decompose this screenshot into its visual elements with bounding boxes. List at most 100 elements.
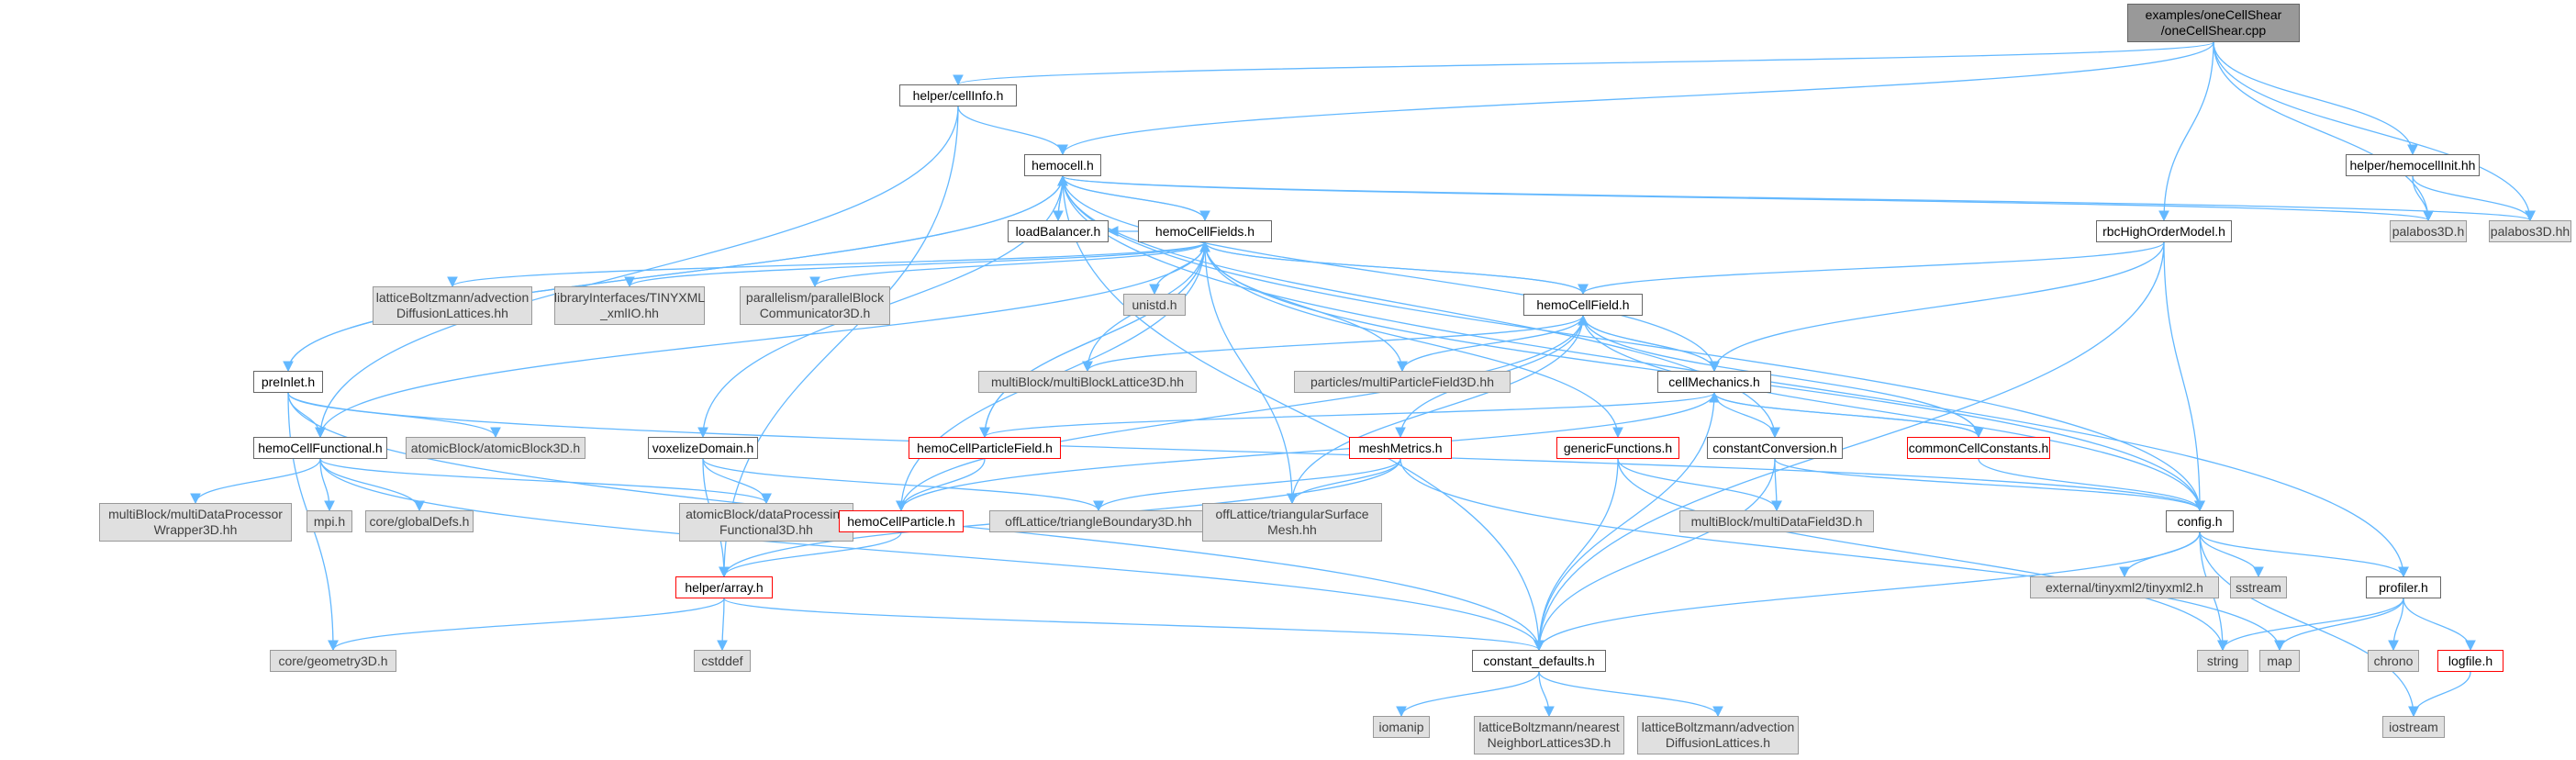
node-commoncell[interactable]: commonCellConstants.h bbox=[1907, 437, 2050, 459]
edge-commoncell-to-config bbox=[1978, 458, 2205, 512]
node-trisurf: offLattice/triangularSurface Mesh.hh bbox=[1202, 503, 1382, 542]
node-profiler[interactable]: profiler.h bbox=[2366, 576, 2441, 598]
node-cellmech[interactable]: cellMechanics.h bbox=[1657, 371, 1771, 393]
edge-constconv-to-config bbox=[1774, 458, 2205, 512]
edge-hcfield-to-hcfields bbox=[1199, 240, 1584, 295]
edge-hcfunc-to-mbdp bbox=[190, 458, 321, 505]
node-hcpfield[interactable]: hemoCellParticleField.h bbox=[909, 437, 1061, 459]
edge-prelnlet-to-hcfunc bbox=[287, 392, 326, 439]
node-config[interactable]: config.h bbox=[2166, 510, 2234, 532]
edge-root-to-hemocellinit bbox=[2213, 41, 2418, 156]
edge-constdef-to-lbadvh bbox=[1538, 671, 1723, 718]
node-hcfunc[interactable]: hemoCellFunctional.h bbox=[253, 437, 387, 459]
edge-hcpfield-to-hcfields bbox=[984, 240, 1210, 438]
edge-hcfields-to-trisurf bbox=[1204, 241, 1298, 505]
edge-config-to-constdef bbox=[1533, 531, 2201, 652]
edge-rbc-to-cellmech bbox=[1709, 241, 2165, 373]
edge-hcfield-to-mpf bbox=[1397, 315, 1584, 373]
edge-hcfunc-to-abdp bbox=[319, 458, 772, 505]
edge-meshmetrics-to-trisurf bbox=[1287, 458, 1401, 505]
node-constconv[interactable]: constantConversion.h bbox=[1707, 437, 1843, 459]
edge-root-to-cellinfo bbox=[953, 41, 2214, 86]
edge-prelnlet-to-config bbox=[287, 392, 2205, 512]
node-extxml: external/tinyxml2/tinyxml2.h bbox=[2030, 576, 2219, 598]
node-mpi: mpi.h bbox=[307, 510, 352, 532]
edge-hemocell-to-constdef bbox=[1062, 175, 1544, 652]
node-hcparticle[interactable]: hemoCellParticle.h bbox=[839, 510, 964, 532]
node-tribound: offLattice/triangleBoundary3D.hh bbox=[989, 510, 1208, 532]
edge-genericfn-to-string bbox=[1617, 458, 2228, 652]
node-sstream: sstream bbox=[2230, 576, 2287, 598]
node-logfile[interactable]: logfile.h bbox=[2437, 650, 2504, 672]
edge-config-to-iostream bbox=[2199, 531, 2419, 718]
node-hcfield[interactable]: hemoCellField.h bbox=[1523, 294, 1643, 316]
node-tinyxml: libraryInterfaces/TINYXML _xmlIO.hh bbox=[554, 286, 705, 325]
node-prelnlet[interactable]: preInlet.h bbox=[253, 371, 323, 393]
edge-profiler-to-logfile bbox=[2403, 598, 2476, 652]
edge-array-to-cstddef bbox=[717, 598, 728, 652]
node-iomanip: iomanip bbox=[1373, 716, 1430, 738]
edge-commoncell-to-hcfield bbox=[1578, 314, 1979, 438]
node-root[interactable]: examples/oneCellShear /oneCellShear.cpp bbox=[2127, 4, 2300, 42]
edge-hemocell-to-palabos3dh bbox=[1062, 175, 2434, 222]
node-hemocell[interactable]: hemocell.h bbox=[1024, 154, 1101, 176]
node-chrono: chrono bbox=[2368, 650, 2419, 672]
edge-hemocellinit-to-palabos3dh bbox=[2412, 175, 2434, 222]
edge-array-to-constdef bbox=[723, 598, 1544, 652]
node-mbdf: multiBlock/multiDataField3D.h bbox=[1679, 510, 1874, 532]
edge-constconv-to-constdef bbox=[1533, 458, 1776, 652]
node-ab3d: atomicBlock/atomicBlock3D.h bbox=[406, 437, 585, 459]
node-parallelism: parallelism/parallelBlock Communicator3D… bbox=[740, 286, 890, 325]
node-hemocellinit[interactable]: helper/hemocellInit.hh bbox=[2346, 154, 2480, 176]
edge-hcpfield-to-hcparticle bbox=[896, 458, 986, 512]
edge-cellmech-to-hcpfield bbox=[979, 392, 1715, 439]
edge-hcfield-to-config bbox=[1582, 315, 2205, 512]
edge-hcfunc-to-mpi bbox=[319, 458, 335, 512]
edge-genericfn-to-constdef bbox=[1533, 458, 1619, 652]
edge-constdef-to-iomanip bbox=[1396, 671, 1540, 718]
node-genericfn[interactable]: genericFunctions.h bbox=[1556, 437, 1679, 459]
node-globaldefs: core/globalDefs.h bbox=[365, 510, 474, 532]
node-geom: core/geometry3D.h bbox=[270, 650, 396, 672]
node-meshmetrics[interactable]: meshMetrics.h bbox=[1349, 437, 1452, 459]
edge-constdef-to-lbnn bbox=[1538, 671, 1555, 718]
node-cellinfo[interactable]: helper/cellInfo.h bbox=[899, 84, 1017, 106]
edge-rbc-to-hcfield bbox=[1578, 241, 2165, 296]
edge-hcfields-to-hcfunc bbox=[315, 241, 1206, 439]
edge-hcfields-to-genericfn bbox=[1204, 241, 1623, 439]
edge-profiler-to-string bbox=[2217, 598, 2404, 652]
edge-meshmetrics-to-tribound bbox=[1093, 458, 1401, 512]
edge-hcfields-to-hemocell bbox=[1057, 174, 1206, 221]
edge-root-to-hemocell bbox=[1057, 41, 2214, 156]
node-hcfields[interactable]: hemoCellFields.h bbox=[1138, 220, 1272, 242]
node-lbadvh: latticeBoltzmann/advection DiffusionLatt… bbox=[1637, 716, 1799, 754]
edge-hcfield-to-trisurf bbox=[1287, 315, 1584, 505]
edge-cellmech-to-constdef bbox=[1533, 392, 1715, 652]
edge-genericfn-to-mbdf bbox=[1617, 458, 1782, 512]
node-mbl: multiBlock/multiBlockLattice3D.hh bbox=[978, 371, 1197, 393]
edge-logfile-to-iostream bbox=[2408, 671, 2471, 718]
node-constdef[interactable]: constant_defaults.h bbox=[1472, 650, 1606, 672]
edge-rbc-to-constdef bbox=[1533, 241, 2165, 652]
edge-cellinfo-to-array bbox=[719, 106, 959, 578]
edge-profiler-to-map bbox=[2274, 598, 2404, 652]
node-abdp: atomicBlock/dataProcessing Functional3D.… bbox=[679, 503, 853, 542]
node-loadbalancer[interactable]: loadBalancer.h bbox=[1008, 220, 1109, 242]
edge-config-to-sstream bbox=[2199, 531, 2264, 578]
edge-config-to-profiler bbox=[2199, 531, 2409, 578]
edge-hemocell-to-config bbox=[1062, 175, 2205, 512]
edge-profiler-to-chrono bbox=[2388, 598, 2404, 652]
edge-hcfunc-to-globaldefs bbox=[319, 458, 425, 512]
edge-prelnlet-to-hemocell bbox=[287, 174, 1068, 372]
edge-array-to-geom bbox=[328, 598, 725, 652]
edge-cellmech-to-hcfield bbox=[1578, 314, 1715, 372]
node-lbadv: latticeBoltzmann/advection DiffusionLatt… bbox=[373, 286, 532, 325]
node-voxelize[interactable]: voxelizeDomain.h bbox=[648, 437, 758, 459]
edge-meshmetrics-to-map bbox=[1400, 458, 2285, 652]
node-rbc[interactable]: rbcHighOrderModel.h bbox=[2096, 220, 2232, 242]
edge-rbc-to-config bbox=[2163, 241, 2205, 512]
node-array[interactable]: helper/array.h bbox=[675, 576, 773, 598]
node-string: string bbox=[2197, 650, 2248, 672]
node-mpf: particles/multiParticleField3D.hh bbox=[1294, 371, 1511, 393]
